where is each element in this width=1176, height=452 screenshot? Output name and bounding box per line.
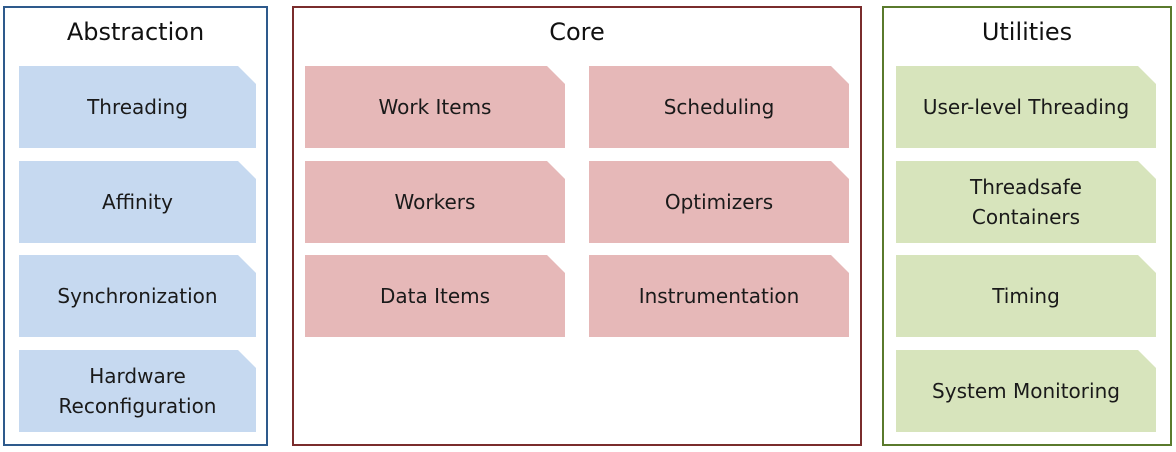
abstraction-title: Abstraction — [66, 18, 205, 46]
card-optimizers: Optimizers — [589, 161, 849, 243]
card-workers: Workers — [305, 161, 565, 243]
card-affinity: Affinity — [19, 161, 256, 243]
card-label: Hardware Reconfiguration — [58, 364, 217, 418]
card-label: Scheduling — [663, 95, 775, 119]
card-user-level-threading: User-level Threading — [896, 66, 1156, 148]
card-label: User-level Threading — [922, 95, 1130, 119]
card-label: Optimizers — [664, 190, 774, 214]
card-timing: Timing — [896, 255, 1156, 337]
card-label: Data Items — [379, 284, 491, 308]
card-data-items: Data Items — [305, 255, 565, 337]
card-threading: Threading — [19, 66, 256, 148]
card-label: Instrumentation — [638, 284, 800, 308]
card-work-items: Work Items — [305, 66, 565, 148]
card-label: Work Items — [378, 95, 492, 119]
card-threadsafe-containers: Threadsafe Containers — [896, 161, 1156, 243]
card-synchronization: Synchronization — [19, 255, 256, 337]
card-hardware-reconfiguration: Hardware Reconfiguration — [19, 350, 256, 432]
card-label: Threading — [87, 95, 188, 119]
card-label: System Monitoring — [932, 379, 1120, 403]
card-label: Workers — [394, 190, 476, 214]
card-label: Affinity — [102, 190, 173, 214]
card-scheduling: Scheduling — [589, 66, 849, 148]
utilities-title: Utilities — [981, 18, 1073, 46]
card-system-monitoring: System Monitoring — [896, 350, 1156, 432]
core-title: Core — [549, 18, 605, 46]
card-label: Synchronization — [57, 284, 218, 308]
card-instrumentation: Instrumentation — [589, 255, 849, 337]
card-label: Timing — [992, 284, 1060, 308]
card-label: Threadsafe Containers — [970, 175, 1082, 229]
